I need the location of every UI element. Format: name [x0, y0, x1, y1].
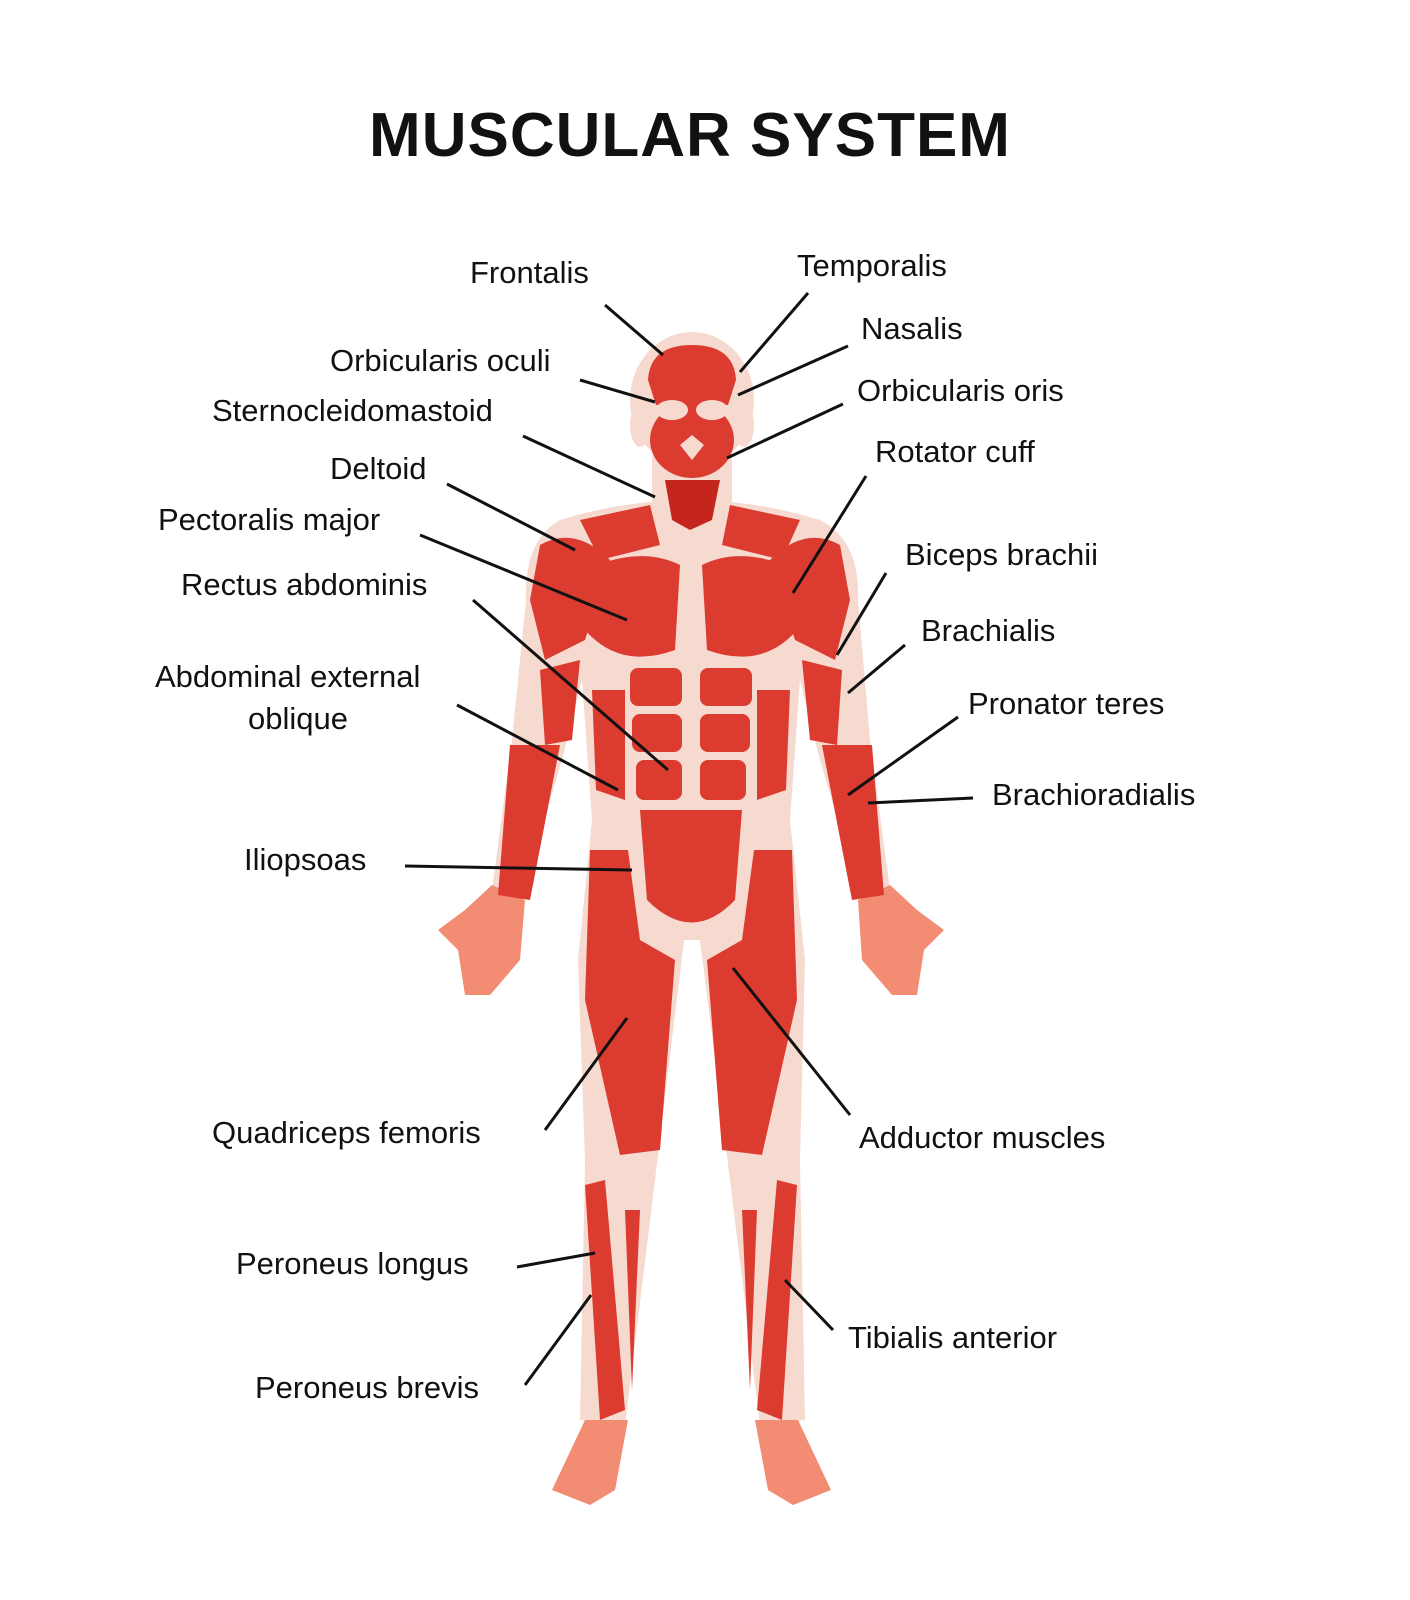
leader-lines	[404, 292, 974, 1386]
label-frontalis: Frontalis	[470, 255, 589, 290]
label-pronator-teres: Pronator teres	[968, 686, 1165, 721]
label-rotator-cuff: Rotator cuff	[875, 434, 1035, 469]
diagram-title: MUSCULAR SYSTEM	[369, 101, 1011, 170]
label-orbicularis-oculi: Orbicularis oculi	[330, 343, 551, 378]
label-nasalis: Nasalis	[861, 311, 963, 346]
label-abdominal-external-line1: Abdominal external	[155, 659, 421, 694]
label-pectoralis-major: Pectoralis major	[158, 502, 381, 537]
label-quadriceps-femoris: Quadriceps femoris	[212, 1115, 481, 1150]
label-temporalis: Temporalis	[797, 248, 947, 283]
label-sternocleidomastoid: Sternocleidomastoid	[212, 393, 493, 428]
label-iliopsoas: Iliopsoas	[244, 842, 367, 877]
label-orbicularis-oris: Orbicularis oris	[857, 373, 1064, 408]
eye-sockets	[656, 400, 728, 460]
label-abdominal-external-line2: oblique	[248, 701, 348, 736]
label-deltoid: Deltoid	[330, 451, 427, 486]
label-adductor-muscles: Adductor muscles	[859, 1120, 1106, 1155]
label-peroneus-longus: Peroneus longus	[236, 1246, 469, 1281]
label-rectus-abdominis: Rectus abdominis	[181, 567, 428, 602]
label-brachialis: Brachialis	[921, 613, 1056, 648]
label-biceps-brachii: Biceps brachii	[905, 537, 1098, 572]
label-brachioradialis: Brachioradialis	[992, 777, 1196, 812]
label-tibialis-anterior: Tibialis anterior	[848, 1320, 1058, 1355]
hands-feet	[438, 885, 944, 1505]
muscles	[498, 345, 884, 1420]
label-peroneus-brevis: Peroneus brevis	[255, 1370, 480, 1405]
